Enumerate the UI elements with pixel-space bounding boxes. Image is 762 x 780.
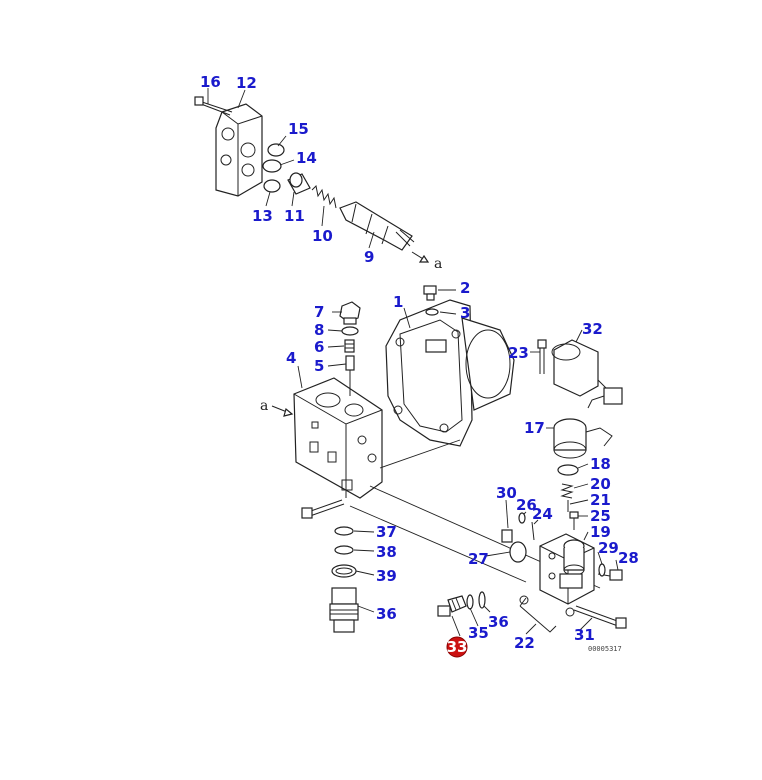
spring-20 (560, 483, 574, 499)
callout-33: 33 (447, 638, 468, 656)
o-ring-39 (331, 564, 357, 578)
callout-22: 22 (514, 634, 535, 652)
valve-36 (329, 587, 359, 633)
o-ring-3 (425, 308, 439, 316)
pin-26 (518, 512, 526, 524)
callout-38: 38 (376, 543, 397, 561)
callout-3: 3 (460, 304, 470, 322)
o-ring-37 (334, 526, 354, 536)
bolt-23 (537, 339, 547, 374)
o-ring-15 (267, 143, 285, 157)
callout-33-highlight[interactable]: 33 (446, 636, 468, 658)
coil-17 (553, 418, 613, 459)
plug-30 (501, 529, 513, 543)
callout-6: 6 (314, 338, 324, 356)
reference-letter-left: a (260, 398, 268, 414)
spring-6 (344, 339, 355, 353)
callout-34: 35 (468, 624, 489, 642)
callout-19: 19 (590, 523, 611, 541)
callout-18: 18 (590, 455, 611, 473)
pump-housing-1 (385, 299, 515, 447)
bolt-16 (194, 96, 233, 116)
spool-9 (339, 201, 415, 251)
reference-letter-top: a (434, 256, 442, 272)
o-ring-14 (262, 159, 282, 173)
callout-23: 23 (508, 344, 529, 362)
callout-5: 5 (314, 357, 324, 375)
callout-17: 17 (524, 419, 545, 437)
o-ring-18 (557, 464, 579, 476)
bolt-31 (573, 605, 627, 629)
bolt-block (301, 499, 345, 519)
valve-body-19 (539, 533, 595, 605)
callout-1: 1 (393, 293, 403, 311)
callout-37: 37 (376, 523, 397, 541)
screw-33 (437, 595, 467, 617)
bracket-22 (519, 595, 575, 633)
o-ring-34 (466, 594, 474, 610)
callout-31: 31 (574, 626, 595, 644)
spring-10 (311, 184, 337, 209)
callout-13: 13 (252, 207, 273, 225)
o-ring-38 (334, 545, 354, 555)
callout-25: 25 (590, 507, 611, 525)
callout-21: 21 (590, 491, 611, 509)
callout-35: 36 (488, 613, 509, 631)
reference-arrow-top: a (411, 251, 442, 272)
callout-20: 20 (590, 475, 611, 493)
o-ring-29 (598, 563, 606, 577)
callout-2: 2 (460, 279, 470, 297)
callout-12: 12 (236, 74, 257, 92)
o-ring-8 (341, 326, 359, 336)
connection-line-c (349, 505, 527, 583)
plug-7 (339, 301, 361, 325)
valve-body-12 (215, 103, 263, 197)
callout-9: 9 (364, 248, 374, 266)
callout-30: 30 (496, 484, 517, 502)
connection-line-a (379, 439, 461, 469)
callout-11: 11 (284, 207, 305, 225)
plug-2 (423, 285, 437, 301)
leader-lines (207, 88, 619, 637)
solenoid-32 (551, 339, 623, 409)
screw-25 (569, 511, 579, 530)
callout-24: 24 (532, 505, 553, 523)
reference-arrow-left: a (260, 398, 294, 417)
callout-15: 15 (288, 120, 309, 138)
callout-8: 8 (314, 321, 324, 339)
o-ring-13 (263, 179, 281, 193)
sleeve-11 (287, 172, 311, 195)
o-ring-27 (509, 541, 527, 563)
callout-7: 7 (314, 303, 324, 321)
callout-32: 32 (582, 320, 603, 338)
callout-16: 16 (200, 73, 221, 91)
o-ring-35 (478, 591, 486, 609)
callout-27: 27 (468, 550, 489, 568)
pin-5 (345, 355, 355, 396)
pin-24 (531, 521, 535, 541)
drawing-code: 00005317 (588, 645, 622, 653)
callout-28: 28 (618, 549, 639, 567)
callout-39: 39 (376, 567, 397, 585)
callout-14: 14 (296, 149, 317, 167)
callout-4: 4 (286, 349, 296, 367)
callout-10: 10 (312, 227, 333, 245)
callout-labels: 16 12 15 14 13 11 10 9 1 2 3 7 8 6 5 4 3… (200, 73, 639, 652)
callout-29: 29 (598, 539, 619, 557)
callout-26: 26 (516, 496, 537, 514)
callout-36: 36 (376, 605, 397, 623)
valve-block-4 (293, 377, 383, 499)
